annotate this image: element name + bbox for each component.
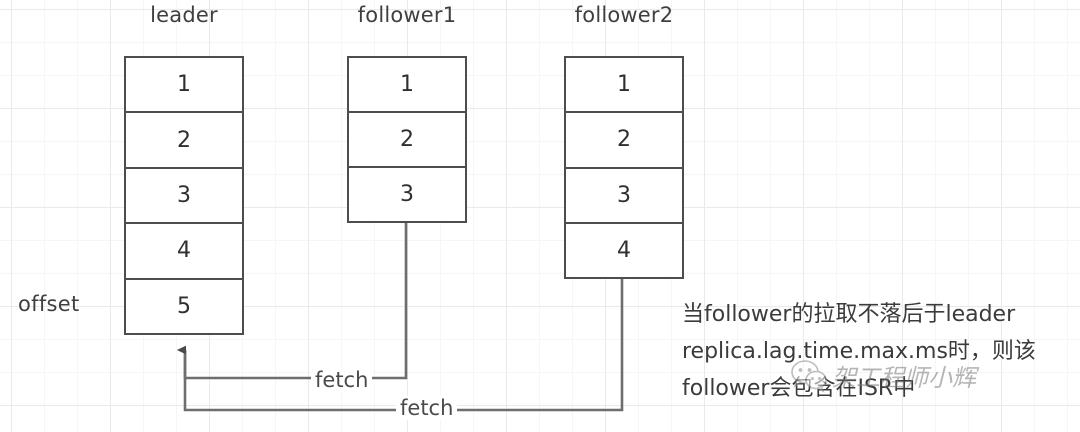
log-cell: 1 (566, 58, 682, 114)
log-box-follower2: 1 2 3 4 (564, 56, 684, 279)
log-box-follower1: 1 2 3 (347, 56, 467, 223)
fetch-label-follower1: fetch (311, 368, 373, 392)
fetch-label-follower2: fetch (396, 396, 458, 420)
log-cell: 3 (126, 168, 242, 225)
log-cell: 3 (566, 168, 682, 224)
log-cell: 1 (126, 58, 242, 114)
log-box-leader: 1 2 3 4 5 (124, 56, 244, 335)
log-cell: 2 (566, 113, 682, 169)
offset-label: offset (18, 292, 80, 316)
fetch-arrow-follower2 (177, 279, 624, 412)
column-title-leader: leader (150, 3, 218, 27)
log-cell: 2 (126, 113, 242, 169)
column-title-follower1: follower1 (357, 3, 457, 27)
log-cell: 4 (566, 223, 682, 277)
note-line-3: follower会包含在ISR中 (682, 376, 916, 401)
log-cell: 1 (349, 58, 465, 113)
log-cell: 5 (126, 279, 242, 334)
annotation-note: 当follower的拉取不落后于leader replica.lag.time.… (682, 296, 1080, 407)
note-line-1: 当follower的拉取不落后于leader (682, 302, 1016, 327)
log-cell: 3 (349, 168, 465, 221)
log-cell: 2 (349, 113, 465, 168)
note-line-2: replica.lag.time.max.ms时，则该 (682, 339, 1036, 364)
column-title-follower2: follower2 (574, 3, 674, 27)
log-cell: 4 (126, 224, 242, 280)
fetch-arrow-follower1 (177, 223, 408, 380)
